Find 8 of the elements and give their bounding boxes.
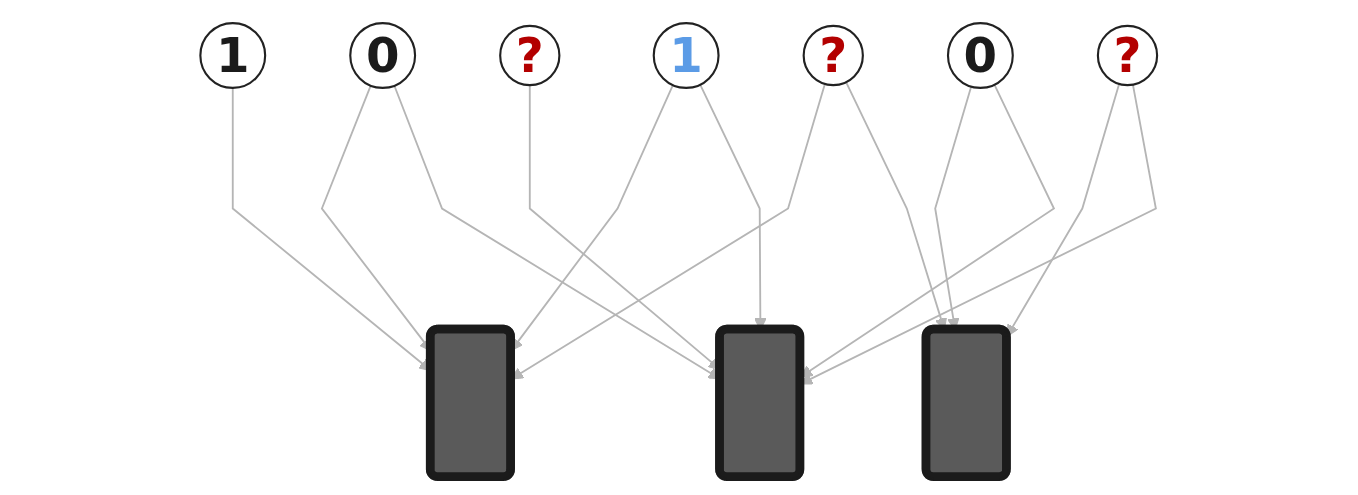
- node-circle: 0: [947, 21, 1015, 89]
- node-circle: 1: [199, 21, 267, 89]
- node-circle: ?: [499, 24, 561, 86]
- arrow: [1006, 82, 1121, 337]
- node-circle: ?: [1097, 24, 1159, 86]
- node-circle: ?: [802, 24, 865, 86]
- node-circle: 1: [652, 21, 720, 89]
- node-circle: 0: [349, 21, 417, 89]
